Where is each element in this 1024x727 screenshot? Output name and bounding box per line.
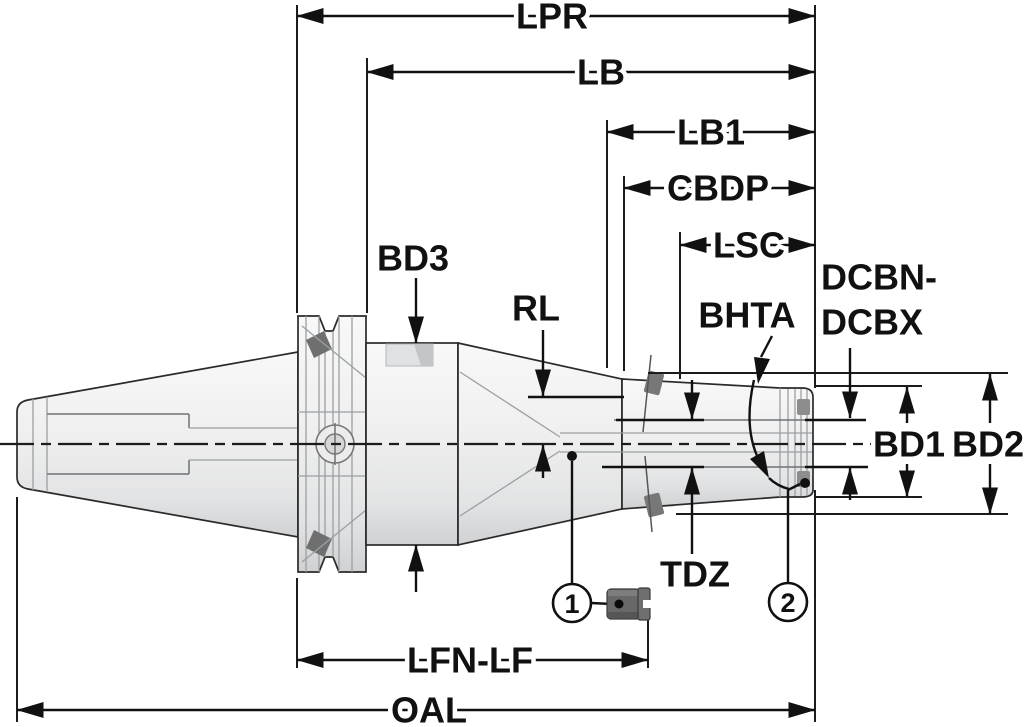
dim-bd2-label: BD2 [952, 424, 1024, 465]
dim-bhta: BHTA [694, 290, 800, 491]
dim-dcbn-dcbx: DCBN- DCBX [805, 252, 941, 500]
dim-oal: OAL [16, 685, 816, 727]
dim-lpr-label: LPR [516, 0, 588, 37]
dim-cbdp: CBDP [623, 163, 816, 213]
callout-1-leader-dot [567, 451, 577, 461]
dim-bd2: BD2 [947, 373, 1024, 515]
dim-oal-label: OAL [391, 690, 467, 727]
callout-2-leader-dot [800, 478, 810, 488]
dim-tdz: TDZ [602, 380, 734, 599]
dim-dcbn-label-bottom: DCBX [821, 302, 923, 343]
callout-2: 2 [767, 478, 810, 623]
dim-bd3: BD3 [372, 233, 454, 592]
dim-lb: LB [366, 47, 816, 97]
dim-lfn-lf-label: LFN-LF [407, 640, 533, 681]
dim-rl: RL [508, 283, 624, 478]
dim-lsc: LSC [679, 220, 816, 270]
dim-lb1-label: LB1 [677, 112, 745, 153]
drive-key-slot-top [306, 331, 332, 358]
dim-lsc-label: LSC [713, 225, 785, 266]
dim-tdz-label: TDZ [660, 554, 730, 595]
dim-cbdp-label: CBDP [667, 168, 769, 209]
nut-wrench-slot-top [797, 399, 810, 415]
holder-outline [0, 315, 872, 573]
dim-lpr: LPR [296, 0, 816, 41]
dim-lfn-lf: LFN-LF [296, 635, 649, 685]
bhta-arrowhead-bottom [750, 451, 769, 478]
dim-bd1-label: BD1 [873, 424, 945, 465]
set-screw-icon [606, 587, 653, 621]
dim-bd3-label: BD3 [377, 238, 449, 279]
callout-2-number: 2 [780, 588, 795, 618]
dim-lb1: LB1 [606, 107, 816, 157]
dim-bhta-label: BHTA [698, 295, 795, 336]
dim-lb-label: LB [577, 52, 625, 93]
dim-dcbn-label-top: DCBN- [821, 257, 937, 298]
callout-2-circle [767, 581, 809, 623]
dim-bd1: BD1 [868, 386, 950, 498]
drive-key-slot-bottom [306, 530, 332, 557]
callout-1-number: 1 [564, 589, 579, 619]
dim-rl-label: RL [512, 288, 560, 329]
callout-1: 1 [551, 451, 653, 624]
balance-pocket-shade [414, 344, 433, 366]
bhta-arrowhead-top [754, 357, 770, 384]
